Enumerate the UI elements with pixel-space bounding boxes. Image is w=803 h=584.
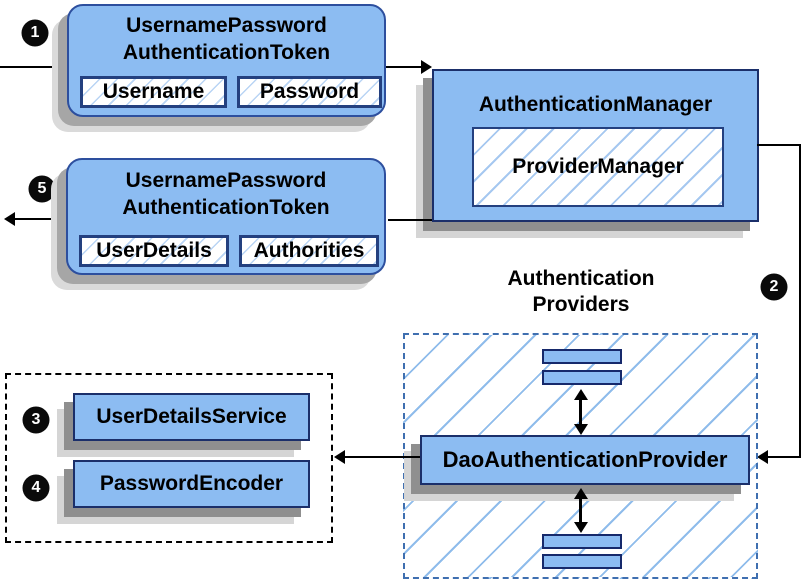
request-to-manager-arrowhead-icon xyxy=(421,60,432,74)
step-1-badge: 1 xyxy=(23,21,47,45)
result-out-line xyxy=(14,218,66,220)
step-2-badge: 2 xyxy=(762,275,786,299)
token-result-box: UsernamePassword AuthenticationToken Use… xyxy=(66,158,386,275)
manager-to-result-line xyxy=(388,219,432,221)
provider-placeholder-bar-top-1 xyxy=(542,349,622,364)
authentication-manager-box: AuthenticationManager ProviderManager xyxy=(432,69,759,222)
token-request-title-line2: AuthenticationToken xyxy=(122,41,331,64)
token-request-box: UsernamePassword AuthenticationToken Use… xyxy=(67,4,386,117)
authentication-providers-heading-line2: Providers xyxy=(532,293,630,316)
manager-to-provider-arrowhead-icon xyxy=(757,450,768,464)
step-4-badge: 4 xyxy=(24,476,48,500)
provider-manager-box: ProviderManager xyxy=(472,127,724,207)
token-result-title: UsernamePassword AuthenticationToken xyxy=(68,167,384,221)
password-encoder-box: PasswordEncoder xyxy=(73,460,310,508)
double-arrow-top-shaft xyxy=(579,398,582,426)
step-5-badge: 5 xyxy=(30,177,54,201)
token-result-title-line2: AuthenticationToken xyxy=(122,196,330,219)
authentication-providers-heading: Authentication Providers xyxy=(466,266,696,318)
double-arrow-bottom-up-icon xyxy=(574,488,588,499)
double-arrow-top-down-icon xyxy=(574,424,588,435)
incoming-request-line xyxy=(0,66,67,68)
provider-placeholder-bar-top-2 xyxy=(542,370,622,385)
double-arrow-bottom-down-icon xyxy=(574,522,588,533)
request-to-manager-line xyxy=(386,66,423,68)
double-arrow-bottom-shaft xyxy=(579,497,582,524)
authorities-field-box: Authorities xyxy=(239,235,379,267)
dao-to-services-line xyxy=(344,456,420,458)
dao-to-services-arrowhead-icon xyxy=(334,450,345,464)
authentication-providers-heading-line1: Authentication xyxy=(507,267,655,290)
userdetails-field-box: UserDetails xyxy=(79,235,229,267)
manager-to-provider-line-bottom xyxy=(767,456,800,458)
provider-placeholder-bar-bottom-2 xyxy=(542,554,622,569)
authentication-manager-title: AuthenticationManager xyxy=(478,93,713,116)
token-result-title-line1: UsernamePassword xyxy=(125,169,327,192)
provider-placeholder-bar-bottom-1 xyxy=(542,534,622,549)
user-details-service-box: UserDetailsService xyxy=(73,393,310,441)
double-arrow-top-up-icon xyxy=(574,389,588,400)
manager-to-provider-line-vertical xyxy=(799,144,801,458)
manager-to-provider-line-top xyxy=(757,144,801,146)
token-request-title-line1: UsernamePassword xyxy=(126,14,327,37)
password-field-box: Password xyxy=(237,76,382,108)
step-3-badge: 3 xyxy=(24,408,48,432)
result-out-arrowhead-icon xyxy=(4,212,15,226)
username-field-box: Username xyxy=(80,76,227,108)
token-request-title: UsernamePassword AuthenticationToken xyxy=(69,12,384,66)
dao-authentication-provider-box: DaoAuthenticationProvider xyxy=(420,435,750,485)
